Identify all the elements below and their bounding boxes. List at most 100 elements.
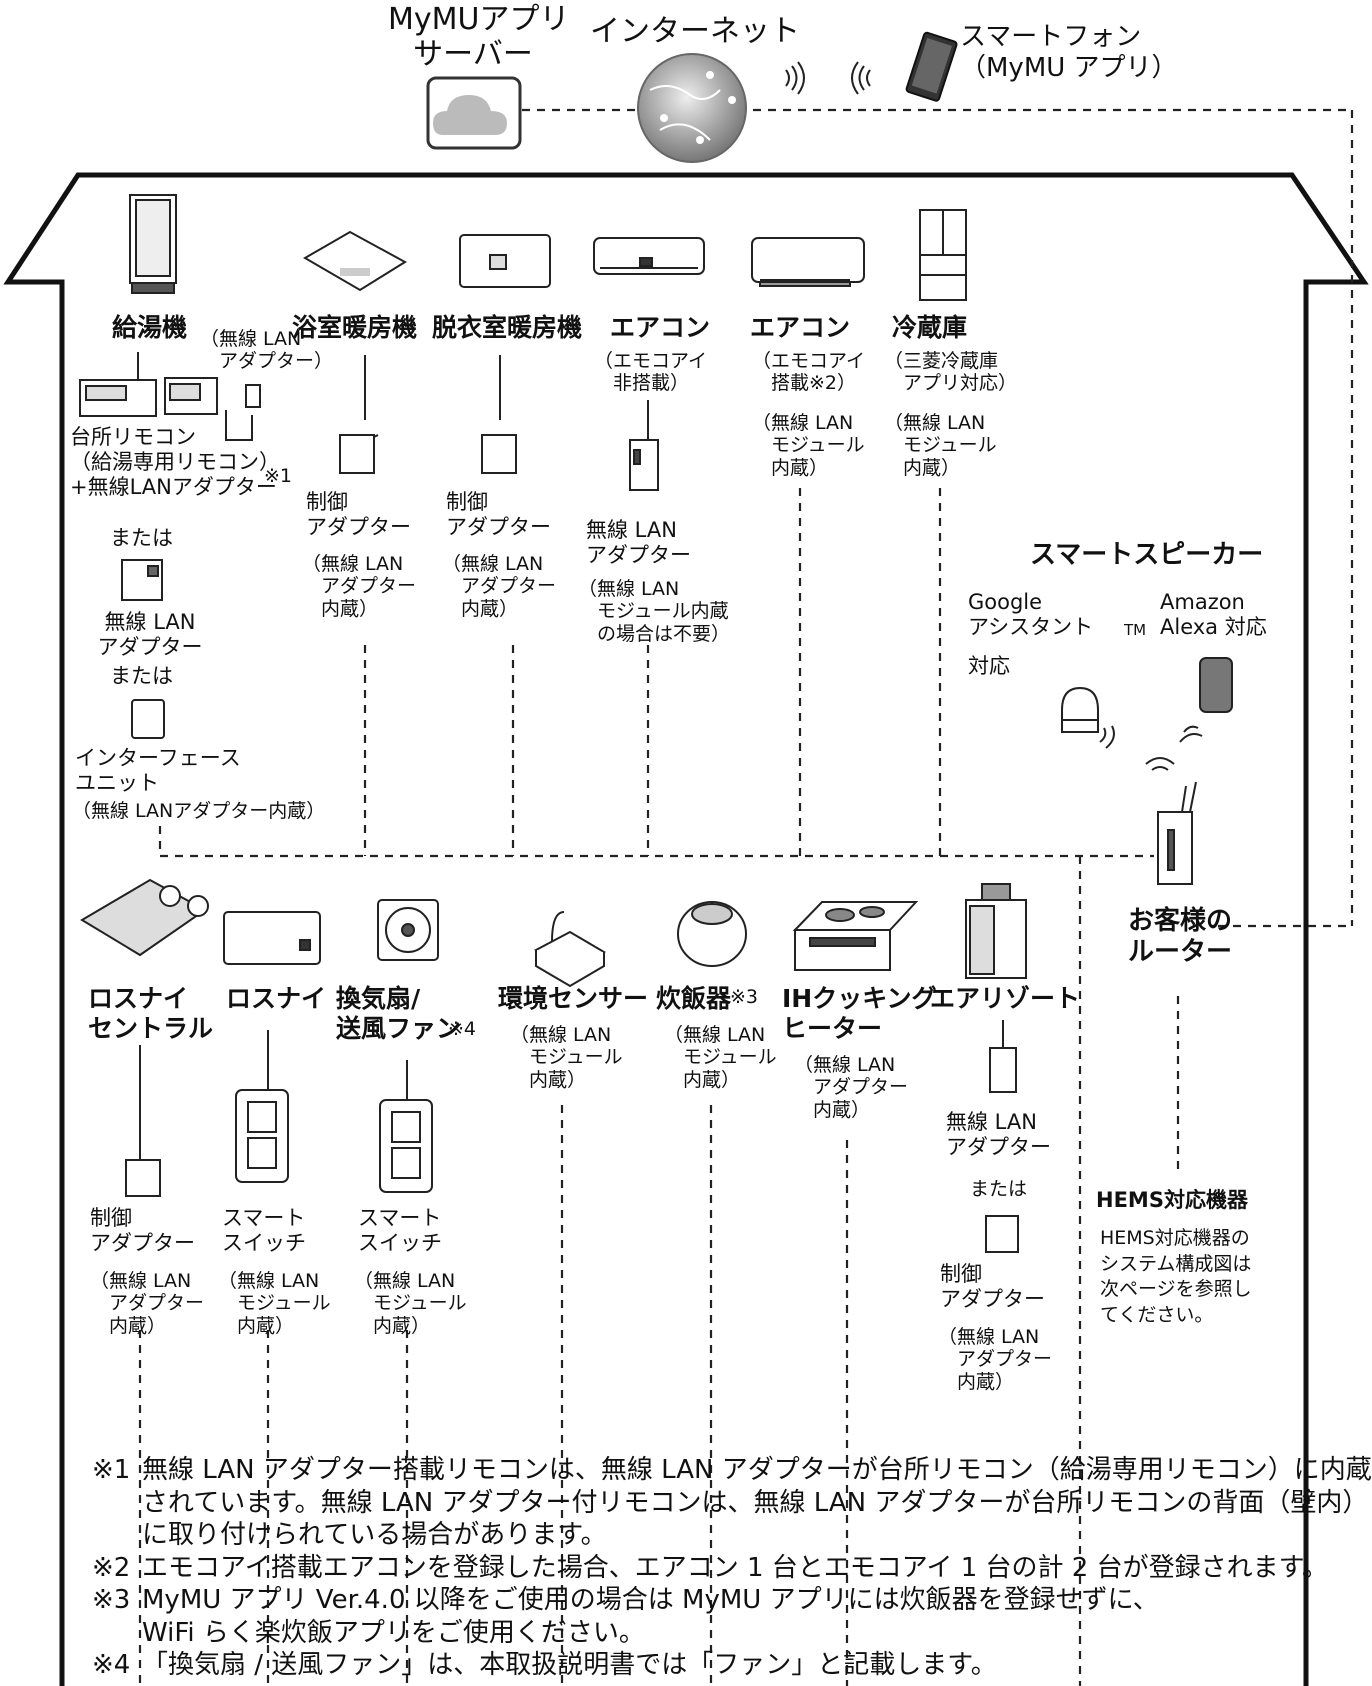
hems-title: HEMS対応機器	[1096, 1188, 1248, 1212]
smart-speaker-title: スマートスピーカー	[1030, 540, 1264, 570]
footnote-text: エモコアイ搭載エアコンを登録した場合、エアコン 1 台とエモコアイ 1 台の計 …	[142, 1552, 1329, 1583]
footnote-mark: ※4	[92, 1650, 131, 1680]
lan-adapter-label: 無線 LAN アダプター	[97, 610, 203, 659]
footnote-3: ※3 MyMU アプリ Ver.4.0 以降をご使用の場合は MyMU アプリに…	[92, 1584, 1302, 1649]
google-assistant-sub: 対応	[968, 654, 1010, 678]
air-resort-note: （無線 LAN アダプター 内蔵）	[938, 1326, 1053, 1393]
air-resort-title: エアリゾート	[930, 984, 1081, 1013]
aircon1-sub: （エモコアイ 非搭載）	[594, 350, 708, 395]
router-icon	[1157, 781, 1197, 885]
fan-note: （無線 LAN モジュール 内蔵）	[354, 1270, 467, 1337]
rice-cooker-note: （無線 LAN モジュール 内蔵）	[664, 1024, 777, 1091]
or-label: または	[970, 1178, 1028, 1200]
kitchen-remote-label: 台所リモコン （給湯専用リモコン） +無線LANアダプター	[70, 425, 280, 499]
lossnay-central-note: （無線 LAN アダプター 内蔵）	[90, 1270, 205, 1337]
ventilation-fan-icon	[377, 899, 439, 961]
footnote-4: ※4 「換気扇 / 送風ファン」は、本取扱説明書では「ファン」と記載します。	[92, 1649, 1302, 1682]
aircon2-title: エアコン	[750, 313, 851, 342]
fan-switch: スマート スイッチ	[358, 1206, 442, 1255]
aircon-emocoai-icon	[751, 237, 865, 287]
lossnay-central-title: ロスナイ セントラル	[88, 984, 214, 1043]
lower-adapter-icons	[125, 1047, 1019, 1253]
aircon2-sub: （エモコアイ 搭載※2）	[752, 350, 866, 395]
hems-desc: HEMS対応機器の システム構成図は 次ページを参照し てください。	[1100, 1227, 1252, 1326]
water-heater-title: 給湯機	[112, 313, 188, 342]
network-dashed-lines	[138, 108, 1354, 1686]
footnotes: ※1 無線 LAN アダプター搭載リモコンは、無線 LAN アダプターが台所リモ…	[92, 1454, 1372, 1682]
air-resort-icon	[965, 883, 1027, 979]
footnote-mark: ※3	[92, 1585, 131, 1615]
control-adapter-icons	[339, 434, 517, 474]
fan-title: 換気扇/ 送風ファン	[336, 984, 462, 1043]
interface-unit-label: インターフェース ユニット	[75, 746, 241, 795]
bath-heater-adapter: 制御 アダプター	[306, 490, 411, 539]
lossnay-title: ロスナイ	[226, 984, 327, 1013]
bath-heater-title: 浴室暖房機	[292, 313, 418, 342]
footnote-ref-1: ※1	[264, 465, 293, 487]
fridge-sub: （三菱冷蔵庫 アプリ対応）	[884, 350, 1018, 395]
interface-unit-icon	[131, 699, 165, 739]
footnote-ref-3: ※3	[730, 986, 759, 1008]
internet-label: インターネット	[590, 14, 800, 49]
footnote-ref-4: ※4	[448, 1018, 477, 1040]
env-sensor-icon	[534, 911, 606, 988]
aircon-icon	[593, 237, 705, 275]
google-speaker-icon	[1061, 686, 1099, 733]
aircon1-note: （無線 LAN モジュール内蔵 の場合は不要）	[578, 578, 731, 645]
trademark-mark: TM	[1124, 621, 1147, 639]
water-heater-icon	[129, 194, 177, 294]
dressing-heater-icon	[459, 234, 551, 288]
footnote-2: ※2 エモコアイ搭載エアコンを登録した場合、エアコン 1 台とエモコアイ 1 台…	[92, 1552, 1328, 1585]
footnote-1: ※1 無線 LAN アダプター搭載リモコンは、無線 LAN アダプターが台所リモ…	[92, 1454, 1372, 1552]
dressing-heater-adapter: 制御 アダプター	[446, 490, 551, 539]
env-sensor-note: （無線 LAN モジュール 内蔵）	[510, 1024, 623, 1091]
wireless-signal-icon	[785, 61, 871, 95]
globe-icon	[637, 53, 747, 163]
ih-note: （無線 LAN アダプター 内蔵）	[794, 1054, 909, 1121]
amazon-speaker-icon	[1199, 657, 1233, 713]
lossnay-icon	[223, 911, 321, 965]
server-label: MyMUアプリ サーバー	[388, 2, 570, 73]
air-resort-adapter2: 制御 アダプター	[940, 1262, 1045, 1311]
kitchen-remote-icon	[79, 377, 261, 417]
rice-cooker-icon	[677, 901, 747, 967]
aircon1-adapter: 無線 LAN アダプター	[586, 518, 691, 567]
lossnay-central-adapter: 制御 アダプター	[90, 1206, 195, 1255]
lossnay-switch: スマート スイッチ	[222, 1206, 306, 1255]
lossnay-central-icon	[80, 878, 209, 957]
footnote-text: 「換気扇 / 送風ファン」は、本取扱説明書では「ファン」と記載します。	[142, 1650, 997, 1680]
lossnay-note: （無線 LAN モジュール 内蔵）	[218, 1270, 331, 1337]
fridge-title: 冷蔵庫	[892, 313, 968, 342]
water-heater-lan-note: （無線 LAN アダプター）	[200, 328, 334, 373]
footnote-text: 無線 LAN アダプター搭載リモコンは、無線 LAN アダプターが台所リモコン（…	[142, 1455, 1372, 1550]
env-sensor-title: 環境センサー	[498, 984, 649, 1013]
or-label: または	[110, 664, 173, 688]
footnote-text: MyMU アプリ Ver.4.0 以降をご使用の場合は MyMU アプリには炊飯…	[142, 1585, 1159, 1648]
amazon-alexa-label: Amazon Alexa 対応	[1160, 590, 1267, 639]
bath-heater-note: （無線 LAN アダプター 内蔵）	[302, 553, 417, 620]
interface-unit-note: （無線 LANアダプター内蔵）	[72, 800, 326, 822]
aircon1-title: エアコン	[610, 313, 711, 342]
lan-adapter-small-icon	[629, 439, 659, 491]
aircon2-note: （無線 LAN モジュール 内蔵）	[752, 412, 865, 479]
refrigerator-icon	[919, 209, 967, 301]
footnote-mark: ※2	[92, 1552, 131, 1583]
house-outline	[3, 172, 1369, 1686]
footnote-mark: ※1	[92, 1455, 131, 1485]
lan-adapter-square-icon	[121, 559, 163, 601]
or-label: または	[110, 526, 173, 550]
smartphone-label: スマートフォン （MyMU アプリ）	[960, 22, 1178, 83]
router-label: お客様の ルーター	[1127, 906, 1232, 967]
solid-connector-lines	[137, 352, 1004, 1160]
smartphone-icon	[905, 31, 958, 102]
ih-title: IHクッキング ヒーター	[782, 984, 937, 1043]
google-assistant-label: Google アシスタント	[968, 590, 1094, 639]
dressing-heater-title: 脱衣室暖房機	[432, 313, 583, 342]
speaker-signal-icons	[1099, 725, 1203, 771]
ih-cooker-icon	[792, 901, 919, 971]
bath-heater-icon	[303, 230, 407, 292]
air-resort-adapter: 無線 LAN アダプター	[946, 1110, 1051, 1159]
rice-cooker-title: 炊飯器	[656, 984, 732, 1013]
